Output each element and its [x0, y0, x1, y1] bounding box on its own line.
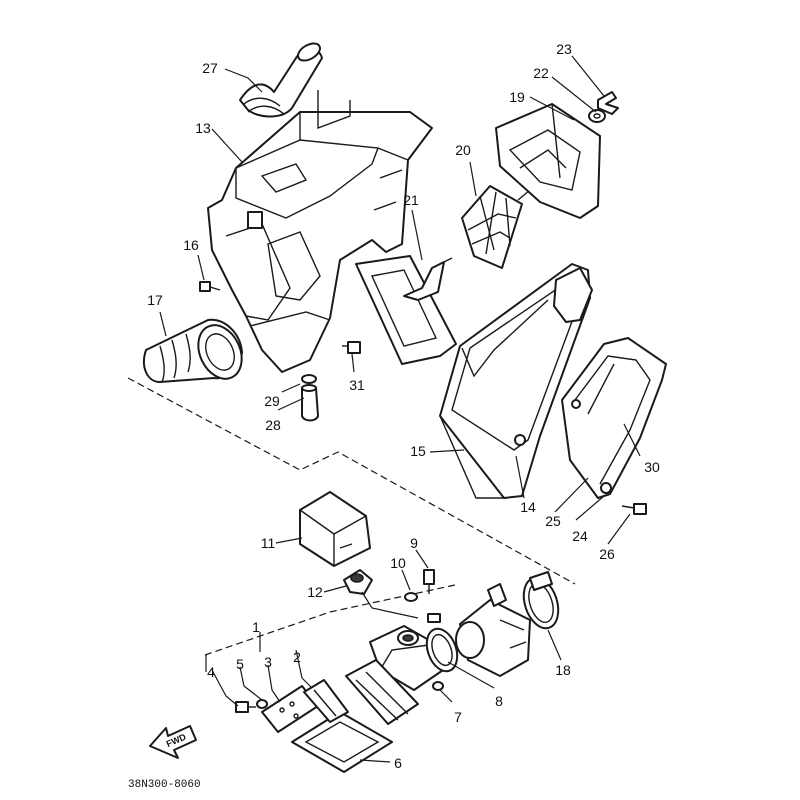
callout-27: 27	[202, 60, 218, 76]
callout-23: 23	[556, 41, 572, 57]
callout-22: 22	[533, 65, 549, 81]
carburetor	[455, 583, 531, 677]
part-21-filter-frame	[355, 255, 457, 365]
part-9-bolt	[423, 569, 435, 594]
callout-labels: 1 2 3 4 5 6 7 8 9 10 11 12 13 14 15 16 1…	[147, 41, 660, 771]
part-5-washer	[256, 699, 268, 709]
callout-3: 3	[264, 654, 272, 670]
callout-18: 18	[555, 662, 571, 678]
callout-7: 7	[454, 709, 462, 725]
callout-29: 29	[264, 393, 280, 409]
callout-2: 2	[293, 649, 301, 665]
callout-30: 30	[644, 459, 660, 475]
fwd-arrow-icon: FWD	[149, 725, 197, 759]
callout-5: 5	[236, 656, 244, 672]
reed-block	[345, 659, 419, 725]
callout-14: 14	[520, 499, 536, 515]
callout-1: 1	[252, 619, 260, 635]
callout-8: 8	[495, 693, 503, 709]
callout-6: 6	[394, 755, 402, 771]
part-18-hose-clamp	[522, 571, 560, 630]
part-19-filter-element	[495, 103, 601, 219]
part-20-filter-guide	[461, 185, 531, 269]
part-15-airbox-cover	[439, 263, 593, 499]
part-4-screw	[235, 701, 256, 713]
leader-lines	[159, 55, 641, 763]
callout-13: 13	[195, 120, 211, 136]
callout-9: 9	[410, 535, 418, 551]
part-26-screw	[621, 503, 647, 515]
callout-17: 17	[147, 292, 163, 308]
part-27-hose	[239, 42, 323, 118]
callout-25: 25	[545, 513, 561, 529]
part-29-clip	[301, 374, 317, 384]
part-12-fitting	[343, 569, 419, 619]
callout-12: 12	[307, 584, 323, 600]
part-2-reed-stopper	[303, 679, 349, 723]
callout-21: 21	[403, 192, 419, 208]
part-22-washer	[588, 109, 606, 123]
part-8-clamp	[425, 613, 459, 673]
diagram-code: 38N300-8060	[128, 779, 201, 791]
part-1-reed-valve-assembly	[261, 659, 419, 733]
part-23-wing-nut	[597, 91, 619, 115]
callout-15: 15	[410, 443, 426, 459]
part-13-airbox-case	[207, 90, 433, 373]
part-6-gasket	[291, 711, 393, 773]
callout-20: 20	[455, 142, 471, 158]
part-11-cover	[299, 491, 371, 567]
callout-26: 26	[599, 546, 615, 562]
part-31-bolt	[342, 341, 361, 354]
part-30-side-cover	[561, 337, 667, 499]
part-10-washer	[404, 592, 418, 602]
section-divider-lower	[204, 584, 456, 656]
callout-31: 31	[349, 377, 365, 393]
part-28-drain-pipe	[301, 384, 319, 422]
callout-19: 19	[509, 89, 525, 105]
callout-10: 10	[390, 555, 406, 571]
part-17-intake-boot	[142, 318, 243, 383]
part-16-screw	[199, 281, 221, 292]
callout-28: 28	[265, 417, 281, 433]
callout-4: 4	[207, 664, 215, 680]
callout-16: 16	[183, 237, 199, 253]
callout-11: 11	[261, 535, 276, 551]
callout-24: 24	[572, 528, 588, 544]
